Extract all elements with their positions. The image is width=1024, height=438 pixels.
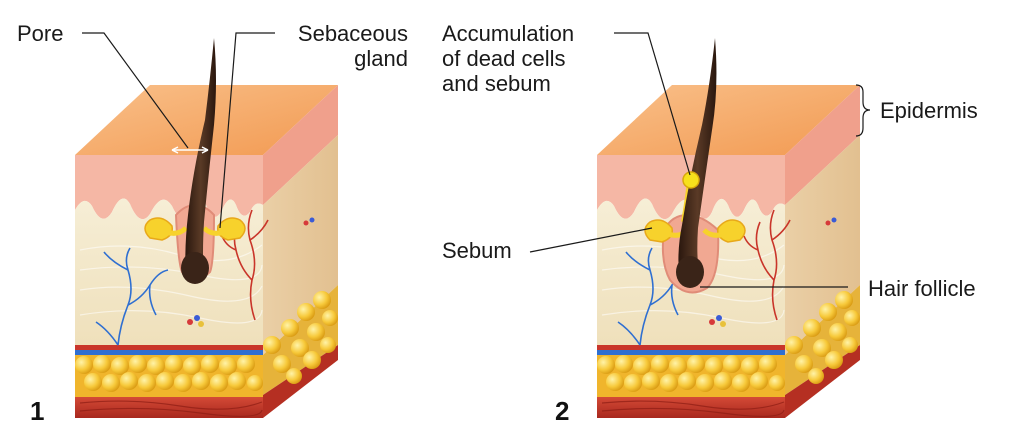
label-accumulation-line2: of dead cells bbox=[442, 46, 566, 71]
accumulation-leader-line bbox=[614, 32, 691, 176]
label-sebaceous-line1: Sebaceous bbox=[297, 21, 408, 46]
label-accumulation: Accumulation of dead cells and sebum bbox=[442, 21, 574, 96]
sebum-leader-line bbox=[529, 227, 653, 253]
sebaceous-leader-line bbox=[219, 32, 275, 229]
label-sebum: Sebum bbox=[442, 238, 512, 263]
panel-number-1: 1 bbox=[30, 396, 45, 426]
pore-leader-line bbox=[82, 32, 189, 149]
label-sebaceous-line2: gland bbox=[354, 46, 408, 71]
label-sebaceous-gland: Sebaceous gland bbox=[285, 21, 408, 71]
epidermis-bracket bbox=[855, 84, 871, 137]
panel-2-skin-block bbox=[596, 38, 861, 419]
label-pore: Pore bbox=[17, 21, 64, 46]
label-epidermis: Epidermis bbox=[880, 98, 978, 123]
label-accumulation-line3: and sebum bbox=[442, 71, 551, 96]
label-accumulation-line1: Accumulation bbox=[442, 21, 575, 46]
panel-1-skin-block bbox=[74, 38, 339, 419]
panel-number-2: 2 bbox=[555, 396, 570, 426]
label-hair-follicle: Hair follicle bbox=[868, 276, 976, 301]
